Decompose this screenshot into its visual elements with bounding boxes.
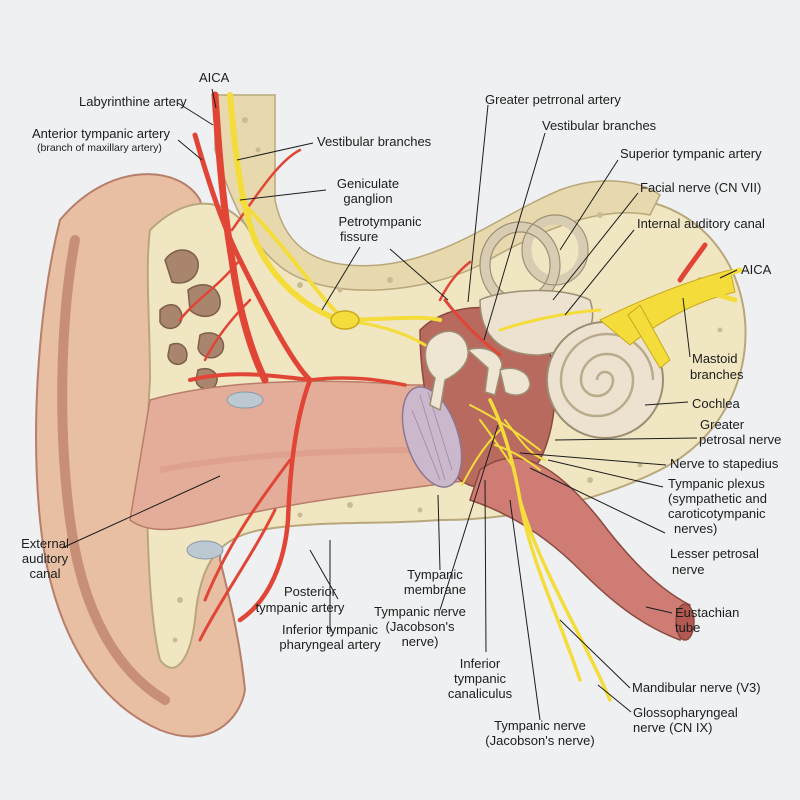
label-tympanic-nerve-bottom-1: Tympanic nerve (494, 718, 586, 733)
label-inferior-tympanic-pharyngeal-artery-1: Inferior tympanic (281, 622, 379, 637)
label-greater-petronal-artery: Greater petrronal artery (485, 92, 621, 107)
label-inferior-tympanic-canaliculus-3: canaliculus (447, 686, 513, 701)
label-tympanic-membrane-1: Tympanic (407, 567, 463, 582)
label-glossopharyngeal-nerve-2: nerve (CN IX) (633, 720, 713, 735)
facial-nerve-fan (627, 304, 671, 369)
ossicles (424, 330, 531, 412)
label-tympanic-plexus-2: (sympathetic and (668, 491, 767, 506)
label-petrotympanic-fissure-2: fissure (340, 229, 379, 244)
label-internal-auditory-canal: Internal auditory canal (637, 216, 765, 231)
leader-lines (61, 88, 738, 721)
label-external-auditory-canal-1: External (21, 536, 69, 551)
label-external-auditory-canal-3: canal (29, 566, 61, 581)
label-aica-top: AICA (199, 70, 230, 85)
arteries (178, 91, 708, 642)
label-inferior-tympanic-canaliculus-1: Inferior (459, 656, 501, 671)
petrous-ridge (214, 94, 661, 291)
label-superior-tympanic-artery: Superior tympanic artery (620, 146, 762, 161)
label-nerve-to-stapedius: Nerve to stapedius (670, 456, 779, 471)
label-mastoid-branches-2: branches (690, 367, 744, 382)
label-inferior-tympanic-pharyngeal-artery-2: pharyngeal artery (279, 637, 381, 652)
geniculate-ganglion (330, 310, 360, 330)
label-cochlea: Cochlea (692, 396, 740, 411)
helix-fold (57, 235, 170, 705)
label-posterior-tympanic-artery-1: Posterior (283, 584, 337, 599)
canal-lining (159, 447, 431, 473)
label-greater-petrosal-nerve-2: petrosal nerve (699, 432, 782, 447)
canal-cartilage-upper (226, 391, 264, 409)
eustachian-tube-opening (675, 603, 695, 641)
label-anterior-tympanic-artery-sub: (branch of maxillary artery) (37, 142, 162, 154)
label-anterior-tympanic-artery: Anterior tympanic artery (32, 126, 170, 141)
label-aica-right: AICA (741, 262, 772, 277)
label-tympanic-nerve-mid-3: nerve) (401, 634, 439, 649)
label-tympanic-nerve-bottom-2: (Jacobson's nerve) (485, 733, 595, 748)
label-mandibular-nerve: Mandibular nerve (V3) (632, 680, 761, 695)
mastoid-air-cells (159, 249, 225, 390)
cochlea-spiral (559, 332, 655, 418)
label-tympanic-plexus-1: Tympanic plexus (668, 476, 765, 491)
label-posterior-tympanic-artery-2: tympanic artery (255, 600, 345, 615)
label-petrotympanic-fissure-1: Petrotympanic (338, 214, 422, 229)
canal-cartilage-lower (186, 540, 224, 560)
label-lesser-petrosal-nerve-1: Lesser petrosal (670, 546, 759, 561)
label-tympanic-nerve-mid-2: (Jacobson's (385, 619, 455, 634)
label-tympanic-membrane-2: membrane (403, 582, 467, 597)
label-mastoid-branches-1: Mastoid (692, 351, 738, 366)
label-geniculate-ganglion-1: Geniculate (336, 176, 400, 191)
label-lesser-petrosal-nerve-2: nerve (672, 562, 705, 577)
label-labyrinthine-artery: Labyrinthine artery (79, 94, 187, 109)
label-eustachian-tube-1: Eustachian (675, 605, 740, 620)
label-geniculate-ganglion-2: ganglion (343, 191, 393, 206)
label-tympanic-nerve-mid-1: Tympanic nerve (374, 604, 466, 619)
label-tympanic-plexus-3: caroticotympanic (668, 506, 766, 521)
label-eustachian-tube-2: tube (675, 620, 701, 635)
label-external-auditory-canal-2: auditory (21, 551, 69, 566)
label-greater-petrosal-nerve-1: Greater (700, 417, 745, 432)
label-glossopharyngeal-nerve-1: Glossopharyngeal (633, 705, 738, 720)
nerves (227, 92, 612, 702)
label-facial-nerve: Facial nerve (CN VII) (640, 180, 762, 195)
label-vestibular-branches-right: Vestibular branches (542, 118, 657, 133)
label-inferior-tympanic-canaliculus-2: tympanic (453, 671, 507, 686)
label-vestibular-branches-left: Vestibular branches (317, 134, 432, 149)
label-tympanic-plexus-4: nerves) (674, 521, 718, 536)
